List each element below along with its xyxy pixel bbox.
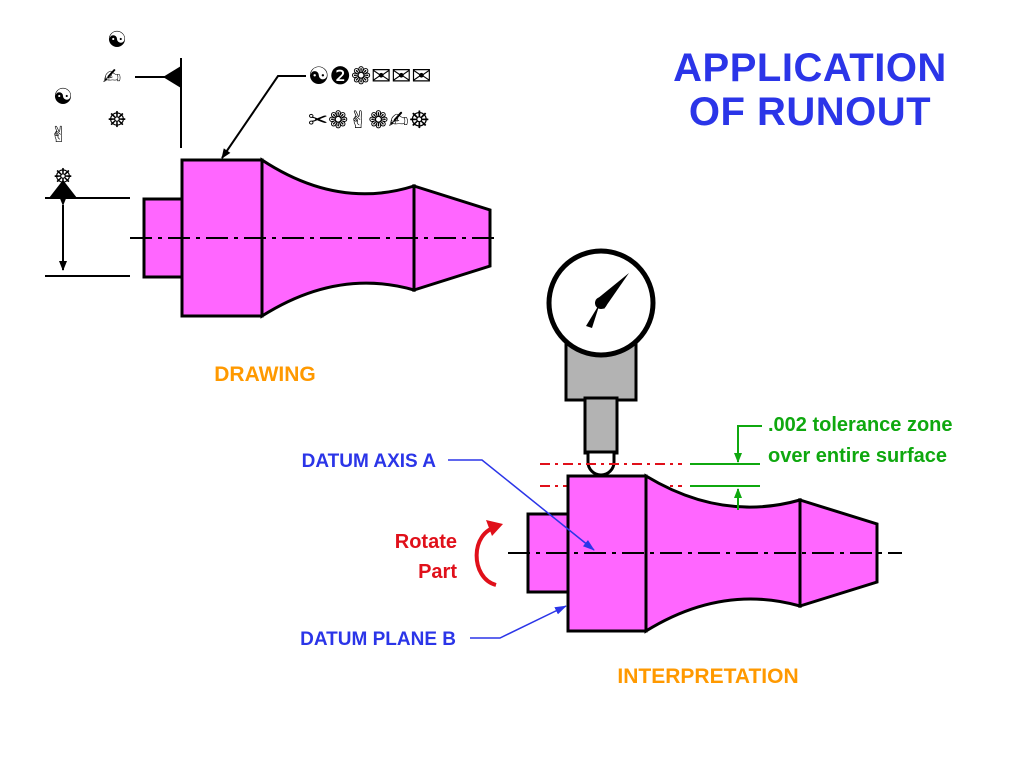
tolerance-label-2: over entire surface bbox=[768, 445, 947, 467]
rotate-arrow-head bbox=[486, 520, 503, 536]
rotate-arrow-arc bbox=[474, 525, 498, 587]
tolerance-label-1: .002 tolerance zone bbox=[768, 414, 953, 436]
title-line-2: OF RUNOUT bbox=[688, 90, 932, 134]
drawing-part bbox=[142, 157, 492, 319]
datum-axis-leader bbox=[448, 459, 595, 551]
callout-row-1: ☯❷❁✉✉✉ bbox=[308, 62, 431, 90]
gauge-needle-front bbox=[597, 273, 629, 309]
interpretation-caption: INTERPRETATION bbox=[617, 665, 798, 688]
datum-axis-label: DATUM AXIS A bbox=[302, 451, 437, 472]
callout-row-2: ✂❁✌❁✍☸ bbox=[308, 106, 430, 134]
rotate-label-1: Rotate bbox=[395, 531, 457, 553]
title-line-1: APPLICATION bbox=[673, 46, 947, 90]
drawing-view: ☯ ✍ ☸ ☯ ✌ ☸ ☯❷❁✉✉✉ ✂❁✌❁✍☸ DRAWING bbox=[45, 28, 500, 386]
datum-plane-leader bbox=[470, 605, 567, 639]
symbol-top-3: ☸ bbox=[107, 108, 127, 133]
rotate-label-2: Part bbox=[418, 561, 457, 583]
datum-flag-triangle bbox=[163, 66, 181, 88]
gauge-needle-back bbox=[586, 303, 600, 328]
symbol-left-1: ☯ bbox=[53, 85, 73, 110]
symbol-left-2: ✌ bbox=[50, 123, 68, 148]
symbol-left-3: ☸ bbox=[53, 165, 73, 190]
callout-leader bbox=[221, 75, 306, 159]
symbol-top-1: ☯ bbox=[107, 28, 127, 53]
datum-triangle bbox=[49, 180, 77, 198]
gauge-stem bbox=[583, 396, 619, 455]
interpretation-view: .002 tolerance zone over entire surface … bbox=[300, 248, 953, 688]
drawing-caption: DRAWING bbox=[214, 363, 316, 386]
part-taper bbox=[798, 497, 879, 609]
tolerance-zone-marker bbox=[690, 425, 762, 510]
dial-indicator bbox=[546, 248, 656, 477]
slide-title: APPLICATION OF RUNOUT bbox=[650, 46, 970, 134]
symbol-top-2: ✍ bbox=[103, 65, 121, 90]
tolerance-arrow-down bbox=[734, 425, 762, 463]
datum-plane-label: DATUM PLANE B bbox=[300, 629, 456, 650]
